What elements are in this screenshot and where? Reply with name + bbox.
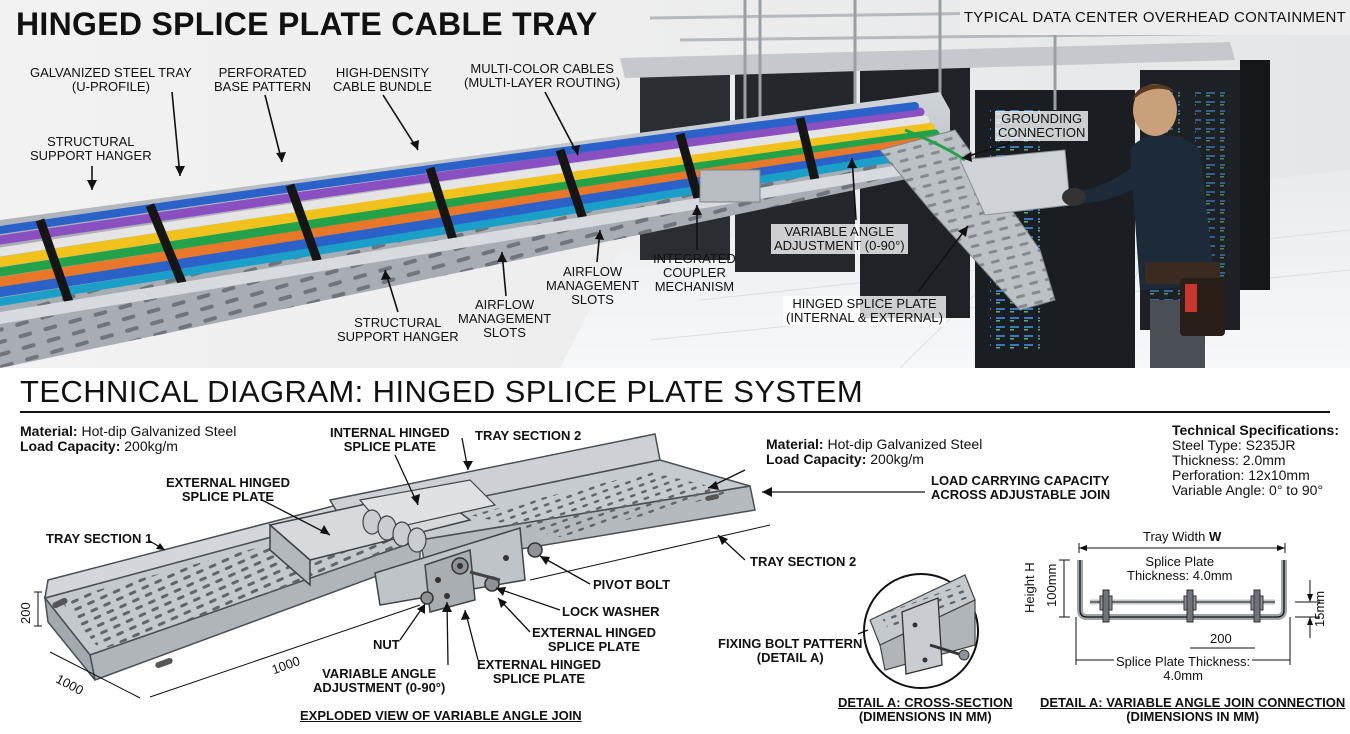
bolt-group [420, 542, 543, 605]
label-nut: NUT [373, 637, 400, 652]
label-pivot-bolt: PIVOT BOLT [593, 577, 671, 592]
dim-bolt-spacing: 200 [1210, 631, 1232, 646]
page-title: HINGED SPLICE PLATE CABLE TRAY [16, 6, 598, 42]
hinge-knuckles [362, 509, 427, 553]
dim-h-100mm: 100mm [1044, 563, 1059, 607]
label-tray-section-2-right: TRAY SECTION 2 [750, 554, 857, 569]
datacenter-scene [0, 0, 1350, 368]
cross-section-bolts [1099, 589, 1264, 623]
label-lock-washer: LOCK WASHER [562, 604, 660, 619]
label-tray-section-1: TRAY SECTION 1 [46, 531, 153, 546]
photo-leaders [87, 91, 1021, 313]
dim-height-h: Height H [1022, 562, 1037, 613]
dim-splice-thickness-bottom: Splice Plate Thickness:4.0mm [1114, 654, 1253, 683]
caption-detail-a-join: DETAIL A: VARIABLE ANGLE JOIN CONNECTION… [1040, 695, 1346, 724]
technical-specifications: Technical Specifications: Steel Type: S2… [1172, 422, 1340, 498]
caption-detail-a-cross: DETAIL A: CROSS-SECTION(DIMENSIONS IN MM… [838, 695, 1013, 724]
callout-multi-color-cables: MULTI-COLOR CABLES(MULTI-LAYER ROUTING) [464, 61, 621, 90]
dim-15mm: 15mm [1312, 590, 1327, 627]
cable-bundle [0, 102, 949, 306]
label-tray-section-2-top: TRAY SECTION 2 [475, 428, 582, 443]
detail-a-circle [863, 573, 979, 689]
callout-galvanized-tray: GALVANIZED STEEL TRAY(U-PROFILE) [30, 65, 192, 94]
scene-caption: TYPICAL DATA CENTER OVERHEAD CONTAINMENT [960, 0, 1350, 35]
photo-illustration: HINGED SPLICE PLATE CABLE TRAY TYPICAL D… [0, 0, 1350, 368]
section-divider [20, 411, 1330, 413]
callout-hinged-plate: HINGED SPLICE PLATE(INTERNAL & EXTERNAL) [783, 296, 946, 326]
cross-section-drawing [1059, 543, 1320, 665]
section-title: TECHNICAL DIAGRAM: HINGED SPLICE PLATE S… [20, 374, 864, 409]
exploded-view-diagram [34, 433, 1320, 699]
technician-figure [1062, 84, 1225, 368]
caption-exploded-view: EXPLODED VIEW OF VARIABLE ANGLE JOIN [300, 708, 582, 723]
dim-height-200: 200 [18, 602, 33, 624]
label-fixing-bolt: FIXING BOLT PATTERN(DETAIL A) [718, 636, 863, 665]
mid-spec: Material: Hot-dip Galvanized Steel Load … [766, 436, 983, 467]
dim-tray-width: Tray Width W [1143, 529, 1222, 544]
left-spec: Material: Hot-dip Galvanized Steel Load … [20, 423, 237, 454]
